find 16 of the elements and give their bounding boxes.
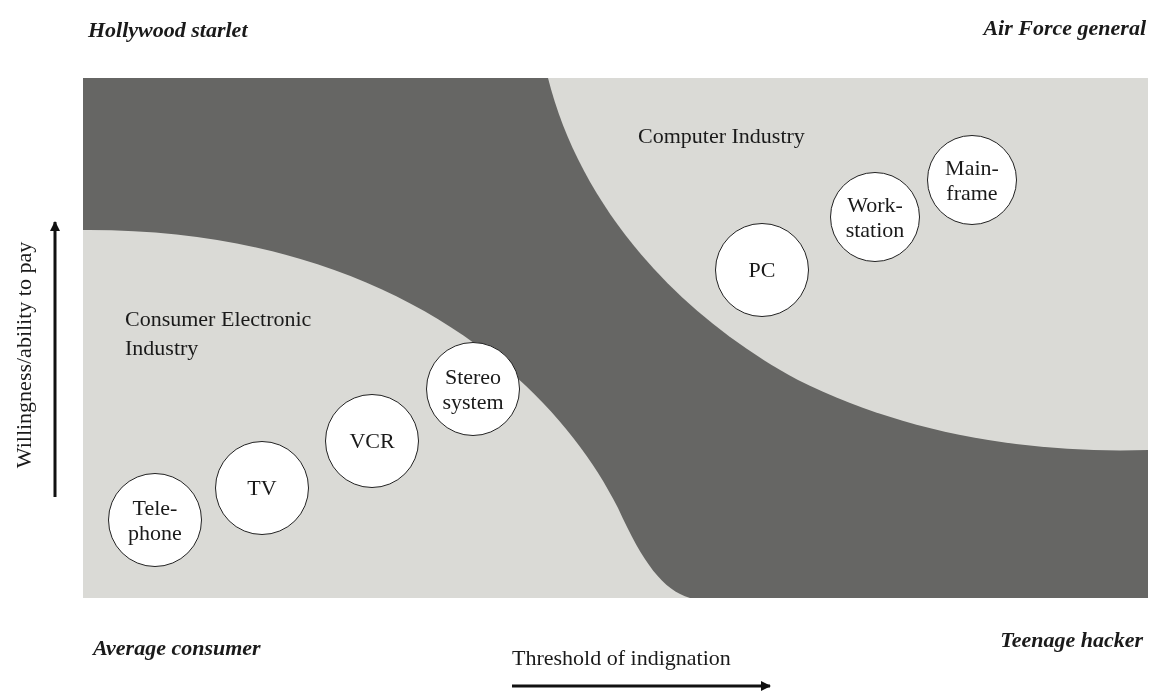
region-title: Consumer Electronic Industry bbox=[125, 305, 313, 362]
node-label: Stereo system bbox=[441, 363, 505, 415]
axis-label: Willingness/ability to pay bbox=[11, 241, 38, 469]
region-shape bbox=[548, 78, 1148, 453]
corner-label: Hollywood starlet bbox=[88, 17, 248, 43]
node-label: VCR bbox=[348, 428, 396, 454]
node-label: Main- frame bbox=[944, 154, 1000, 206]
node-label: Tele- phone bbox=[127, 494, 183, 546]
corner-label: Teenage hacker bbox=[1000, 627, 1143, 653]
corner-label: Average consumer bbox=[93, 635, 261, 661]
corner-label: Air Force general bbox=[983, 15, 1146, 41]
axis-label: Threshold of indignation bbox=[512, 645, 731, 671]
region-title: Computer Industry bbox=[638, 122, 806, 150]
node-label: Work- station bbox=[844, 191, 906, 243]
node-label: TV bbox=[246, 475, 278, 501]
node-label: PC bbox=[747, 257, 777, 283]
